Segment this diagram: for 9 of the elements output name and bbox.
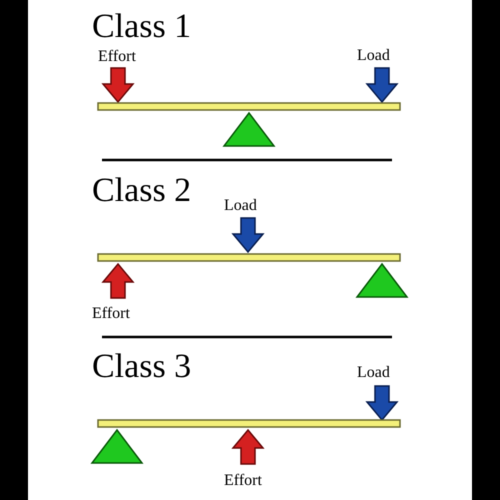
force-label: Effort bbox=[98, 49, 136, 65]
force-label: Effort bbox=[224, 473, 262, 489]
force-label: Load bbox=[224, 198, 257, 214]
class-heading: Class 1 bbox=[92, 10, 192, 44]
force-label: Effort bbox=[92, 306, 130, 322]
force-label: Load bbox=[357, 48, 390, 64]
force-label: Load bbox=[357, 365, 390, 381]
class-heading: Class 2 bbox=[92, 174, 192, 208]
class-heading: Class 3 bbox=[92, 350, 192, 384]
